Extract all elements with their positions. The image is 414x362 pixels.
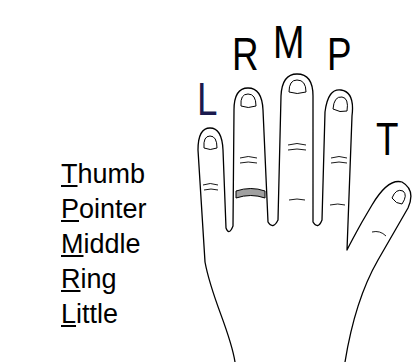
finger-name: Middle bbox=[61, 227, 141, 262]
finger-name: Ring bbox=[61, 262, 117, 297]
finger-letter: P bbox=[327, 31, 352, 77]
finger-name: Pointer bbox=[61, 192, 147, 227]
finger-letter: L bbox=[197, 76, 217, 122]
finger-letter: T bbox=[376, 116, 398, 162]
finger-name: Thumb bbox=[61, 157, 145, 192]
finger-letter: M bbox=[273, 19, 304, 65]
finger-name: Little bbox=[61, 297, 118, 332]
finger-letter: R bbox=[232, 31, 259, 77]
